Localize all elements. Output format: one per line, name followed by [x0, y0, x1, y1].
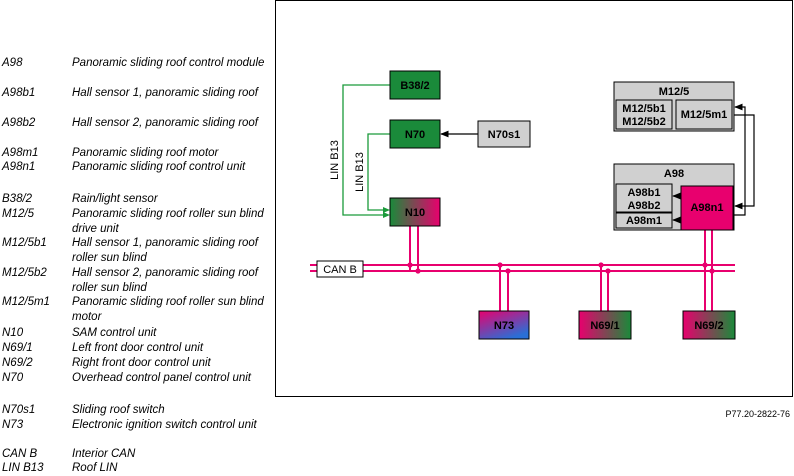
m12-5b1-label: M12/5b1 — [622, 103, 665, 115]
legend-abbr: A98b2 — [2, 117, 36, 129]
legend-abbr: M12/5 — [2, 208, 34, 220]
legend-abbr: A98b1 — [2, 87, 36, 99]
legend-abbr: A98 — [2, 57, 23, 69]
n10-label: N10 — [405, 207, 425, 219]
legend-abbr: CAN B — [2, 448, 38, 460]
legend-desc: Hall sensor 2, panoramic sliding roof — [72, 117, 259, 129]
a98b-box — [615, 183, 673, 213]
legend-desc: Overhead control panel control unit — [72, 372, 251, 384]
n69-1-box — [578, 310, 632, 340]
legend-desc: Rain/light sensor — [72, 193, 158, 205]
a98m1-box — [615, 212, 673, 229]
legend-abbr: A98n1 — [2, 161, 36, 173]
n69-2-box — [682, 310, 736, 340]
legend-desc: Panoramic sliding roof control unit — [72, 161, 246, 173]
can-b-label-box — [316, 260, 364, 278]
legend-abbr: N73 — [2, 419, 24, 431]
legend-abbr: A98m1 — [2, 147, 39, 159]
legend-abbr: M12/5m1 — [2, 296, 50, 308]
legend-desc: Electronic ignition switch control unit — [72, 419, 257, 431]
legend-abbr: N70 — [2, 372, 24, 384]
legend-desc: Left front door control unit — [72, 342, 204, 354]
n70s1-label: N70s1 — [488, 129, 520, 141]
legend-abbr: B38/2 — [2, 193, 33, 205]
legend-desc: Sliding roof switch — [72, 404, 165, 416]
m12-5b2-label: M12/5b2 — [622, 116, 665, 128]
a98b2-label: A98b2 — [627, 200, 660, 212]
legend-abbr: M12/5b2 — [2, 267, 47, 279]
legend: A98 Panoramic sliding roof control module… — [0, 0, 270, 474]
legend-abbr: N69/1 — [2, 342, 33, 354]
legend-desc: Panoramic sliding roof roller sun blind … — [72, 208, 264, 235]
can-b-bus — [310, 226, 735, 311]
n70s1-box — [477, 120, 531, 148]
n69-1-label: N69/1 — [590, 320, 619, 332]
lin-b13-lines — [342, 84, 390, 216]
a98m1-label: A98m1 — [626, 215, 662, 227]
n70-label: N70 — [405, 129, 425, 141]
legend-abbr: N69/2 — [2, 357, 33, 369]
figure-reference: P77.20-2822-76 — [725, 409, 790, 419]
legend-desc: Hall sensor 2, panoramic sliding roof ro… — [72, 267, 259, 294]
b38-2-box — [389, 70, 441, 100]
m12-5m1-label: M12/5m1 — [681, 109, 727, 121]
a98b1-label: A98b1 — [627, 187, 660, 199]
signal-arrows — [672, 103, 755, 224]
legend-desc: SAM control unit — [72, 327, 157, 339]
legend-desc: Interior CAN — [72, 448, 136, 460]
can-junction-dots — [407, 262, 715, 274]
m12-5m1-box — [675, 99, 733, 130]
legend-desc: Hall sensor 1, panoramic sliding roof ro… — [72, 237, 259, 264]
lin-b13-label-1: LIN B13 — [329, 140, 341, 180]
b38-2-label: B38/2 — [400, 80, 429, 92]
m12-5b-box — [615, 99, 673, 130]
legend-abbr: N10 — [2, 327, 24, 339]
legend-abbr: N70s1 — [2, 404, 36, 416]
a98n1-box — [680, 185, 734, 231]
m12-5-label: M12/5 — [659, 86, 690, 98]
legend-desc: Panoramic sliding roof control module — [72, 57, 265, 69]
legend-desc: Roof LIN — [72, 462, 118, 474]
legend-abbr: M12/5b1 — [2, 237, 47, 249]
n73-label: N73 — [494, 320, 514, 332]
a98-label: A98 — [664, 168, 684, 180]
legend-desc: Hall sensor 1, panoramic sliding roof — [72, 87, 259, 99]
a98n1-label: A98n1 — [690, 202, 723, 214]
n73-box — [478, 310, 530, 340]
n69-2-label: N69/2 — [694, 320, 723, 332]
lin-arrowheads — [383, 207, 390, 218]
n70-box — [389, 119, 441, 149]
lin-b13-label-2: LIN B13 — [354, 152, 366, 192]
legend-abbr: LIN B13 — [2, 462, 44, 474]
n10-box — [389, 197, 441, 227]
legend-desc: Panoramic sliding roof roller sun blind … — [72, 296, 264, 323]
can-b-label: CAN B — [323, 264, 357, 276]
legend-desc: Panoramic sliding roof motor — [72, 147, 219, 159]
legend-desc: Right front door control unit — [72, 357, 211, 369]
